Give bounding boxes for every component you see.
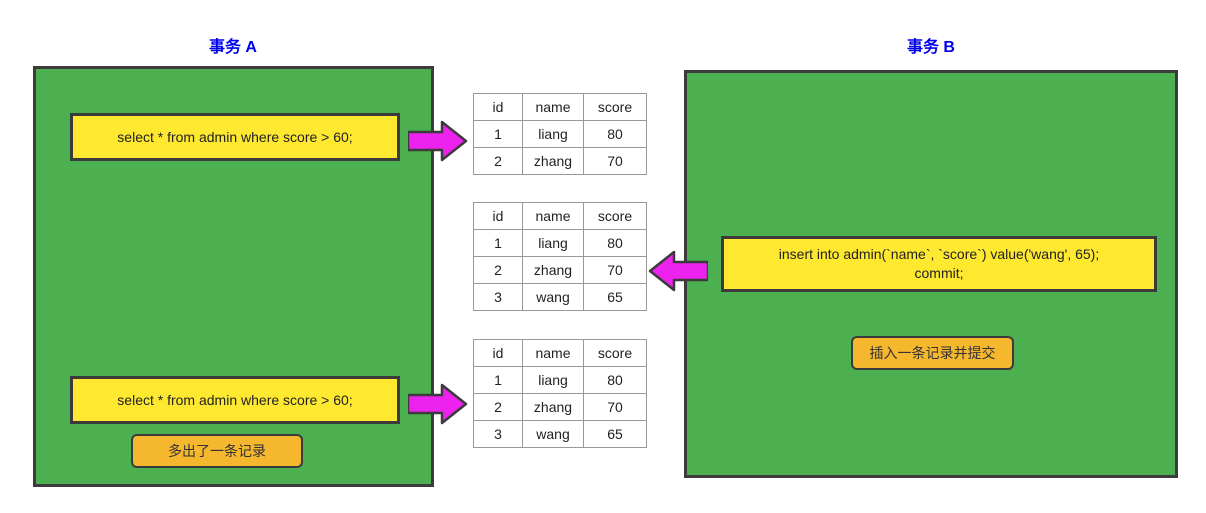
arrow-left-icon <box>648 250 710 292</box>
transaction-a-first-select-statement: select * from admin where score > 60; <box>70 113 400 161</box>
table-cell: 65 <box>583 283 647 311</box>
table-cell: 1 <box>473 229 523 257</box>
table-cell: 1 <box>473 366 523 394</box>
table-cell: 70 <box>583 256 647 284</box>
table-cell: 2 <box>473 256 523 284</box>
table-cell: wang <box>522 283 584 311</box>
transaction-a-second-select-statement: select * from admin where score > 60; <box>70 376 400 424</box>
table-cell: 65 <box>583 420 647 448</box>
table-cell: zhang <box>522 147 584 175</box>
transaction-b-note-badge: 插入一条记录并提交 <box>851 336 1014 370</box>
transaction-a-note-badge: 多出了一条记录 <box>131 434 303 468</box>
table-cell: 80 <box>583 229 647 257</box>
table-header-cell: id <box>473 202 523 230</box>
table-cell: liang <box>522 120 584 148</box>
table-cell: 70 <box>583 147 647 175</box>
transaction-b-insert-statement: insert into admin(`name`, `score`) value… <box>721 236 1157 292</box>
arrow-right-icon <box>406 383 468 425</box>
table-cell: 1 <box>473 120 523 148</box>
arrow-right-icon <box>406 120 468 162</box>
transaction-b-title: 事务 B <box>906 39 955 56</box>
table-cell: 3 <box>473 283 523 311</box>
table-header-cell: id <box>473 339 523 367</box>
table-header-cell: id <box>473 93 523 121</box>
table-cell: zhang <box>522 256 584 284</box>
table-cell: liang <box>522 229 584 257</box>
table-cell: 2 <box>473 393 523 421</box>
table-header-cell: name <box>522 93 584 121</box>
table-header-cell: score <box>583 202 647 230</box>
table-cell: 80 <box>583 366 647 394</box>
table-cell: 70 <box>583 393 647 421</box>
table-header-cell: score <box>583 339 647 367</box>
table-cell: 80 <box>583 120 647 148</box>
table-cell: zhang <box>522 393 584 421</box>
table-header-cell: name <box>522 339 584 367</box>
table-header-cell: name <box>522 202 584 230</box>
table-cell: liang <box>522 366 584 394</box>
table-header-cell: score <box>583 93 647 121</box>
transaction-a-title: 事务 A <box>208 39 257 56</box>
table-cell: 3 <box>473 420 523 448</box>
table-cell: 2 <box>473 147 523 175</box>
table-cell: wang <box>522 420 584 448</box>
